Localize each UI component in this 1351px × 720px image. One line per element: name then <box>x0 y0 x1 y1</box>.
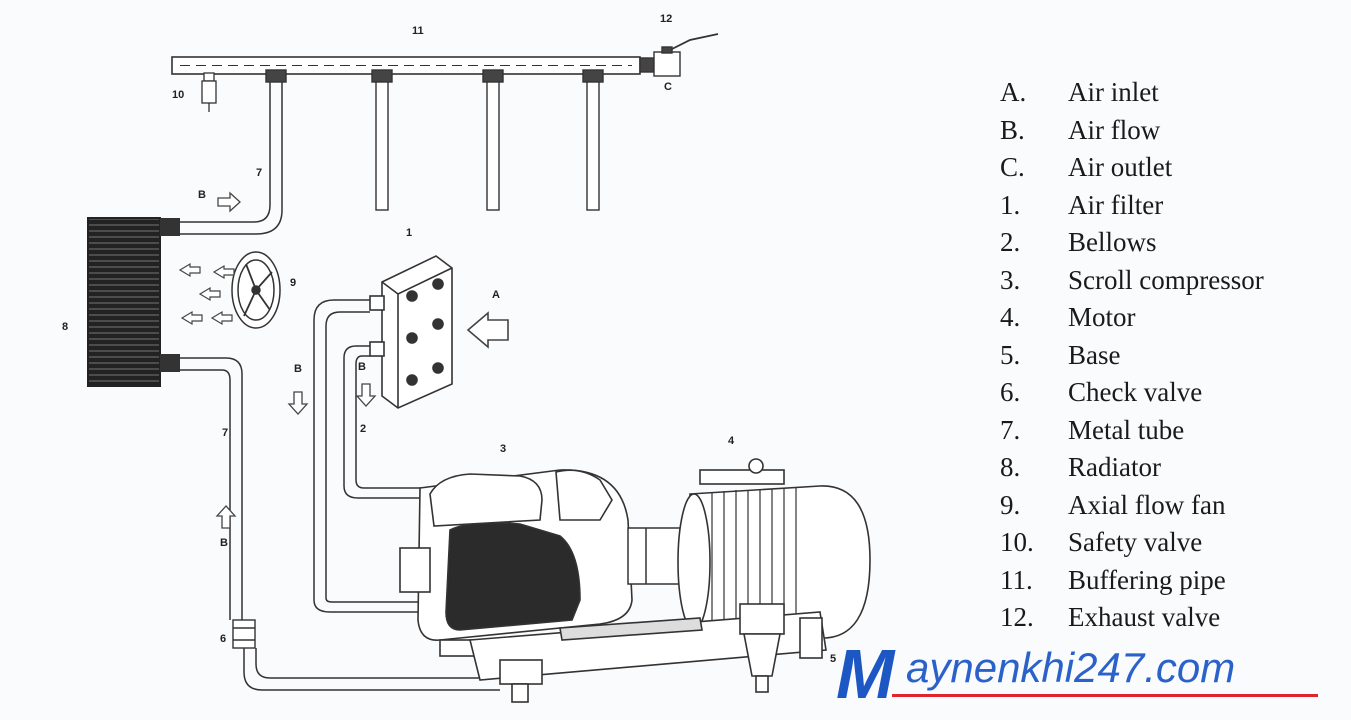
legend-item: C. Air outlet <box>1000 149 1340 187</box>
legend-item: 1. Air filter <box>1000 187 1340 225</box>
callout-12: 12 <box>660 13 672 25</box>
watermark-text: aynenkhi247.com <box>906 644 1236 691</box>
callout-8: 8 <box>62 321 68 333</box>
motor <box>677 458 871 639</box>
metal-tube-lower <box>178 357 243 620</box>
callout-c: C <box>664 81 672 93</box>
callout-4: 4 <box>728 435 735 447</box>
base <box>468 603 827 703</box>
legend-item: 2. Bellows <box>1000 224 1340 262</box>
legend-label: Axial flow fan <box>1068 489 1226 520</box>
legend-item: 4. Motor <box>1000 299 1340 337</box>
exhaust-valve <box>639 33 719 77</box>
legend-key: 1. <box>1000 189 1021 220</box>
legend-key: 3. <box>1000 264 1021 295</box>
bellows-hoses <box>313 299 430 613</box>
callout-3: 3 <box>500 443 506 455</box>
legend-key: 11. <box>1000 564 1033 595</box>
radiator <box>87 217 180 387</box>
return-pipe <box>243 648 500 691</box>
legend-item: 12. Exhaust valve <box>1000 599 1340 637</box>
legend-key: 2. <box>1000 227 1021 257</box>
legend-item: 9. Axial flow fan <box>1000 487 1340 525</box>
callout-b-upper: B <box>198 189 206 201</box>
legend-label: Metal tube <box>1068 414 1185 445</box>
callout-5: 5 <box>830 653 836 665</box>
callout-a: A <box>492 289 500 301</box>
legend-key: 9. <box>1000 489 1021 520</box>
legend-label: Scroll compressor <box>1068 264 1264 295</box>
legend-key: 5. <box>1000 339 1021 370</box>
legend-key: 8. <box>1000 452 1021 482</box>
legend-key: 7. <box>1000 414 1021 445</box>
callout-b-right-hose: B <box>358 361 366 373</box>
callout-10: 10 <box>172 89 184 101</box>
legend-item: A. Air inlet <box>1000 74 1340 112</box>
legend-item: 6. Check valve <box>1000 374 1340 412</box>
axial-flow-fan <box>231 251 281 329</box>
legend-key: C. <box>1000 152 1025 182</box>
callout-6: 6 <box>220 633 226 645</box>
callout-b-left-hose: B <box>294 363 302 375</box>
legend-item: 3. Scroll compressor <box>1000 262 1340 300</box>
legend-label: Air filter <box>1068 189 1164 220</box>
metal-tube-upper <box>178 82 283 235</box>
fan-airflow-arrows <box>178 262 235 326</box>
check-valve <box>232 619 256 649</box>
legend-item: 8. Radiator <box>1000 449 1340 487</box>
callout-7-upper: 7 <box>256 167 262 179</box>
legend-key: 12. <box>1000 602 1034 632</box>
air-filter <box>369 255 453 409</box>
drop-tubes <box>265 69 604 211</box>
legend-item: B. Air flow <box>1000 112 1340 150</box>
airflow-arrows <box>215 191 509 529</box>
callout-labels: 11 12 C 10 7 B 1 9 A 8 B B 2 7 3 4 B 6 5 <box>62 13 836 665</box>
legend-label: Exhaust valve <box>1068 602 1221 632</box>
coupling <box>627 527 681 585</box>
watermark-m: M <box>836 635 894 713</box>
legend-key: 6. <box>1000 377 1021 407</box>
callout-7-lower: 7 <box>222 427 228 439</box>
legend-label: Air inlet <box>1068 77 1159 107</box>
buffering-pipe <box>171 56 641 75</box>
watermark-logo: M aynenkhi247.com <box>828 635 1328 714</box>
legend-item: 7. Metal tube <box>1000 412 1340 450</box>
legend-label: Motor <box>1068 302 1136 332</box>
legend-label: Safety valve <box>1068 527 1203 557</box>
watermark-underline <box>892 694 1318 697</box>
legend-item: 11. Buffering pipe <box>1000 562 1340 600</box>
legend-label: Base <box>1068 339 1121 370</box>
legend-label: Check valve <box>1068 377 1203 407</box>
legend-label: Bellows <box>1068 227 1157 257</box>
legend-label: Air flow <box>1068 114 1161 145</box>
legend-key: 10. <box>1000 527 1034 557</box>
legend-key: B. <box>1000 114 1025 145</box>
legend-label: Buffering pipe <box>1068 564 1226 595</box>
legend-label: Air outlet <box>1068 152 1173 182</box>
callout-11: 11 <box>412 25 424 37</box>
legend-key: 4. <box>1000 302 1021 332</box>
legend-key: A. <box>1000 77 1027 107</box>
callout-b-lower: B <box>220 537 228 549</box>
callout-2: 2 <box>360 423 366 435</box>
safety-valve <box>201 72 217 112</box>
legend-item: 5. Base <box>1000 337 1340 375</box>
callout-1: 1 <box>406 227 412 239</box>
legend-item: 10. Safety valve <box>1000 524 1340 562</box>
legend-label: Radiator <box>1068 452 1161 482</box>
callout-9: 9 <box>290 277 296 289</box>
